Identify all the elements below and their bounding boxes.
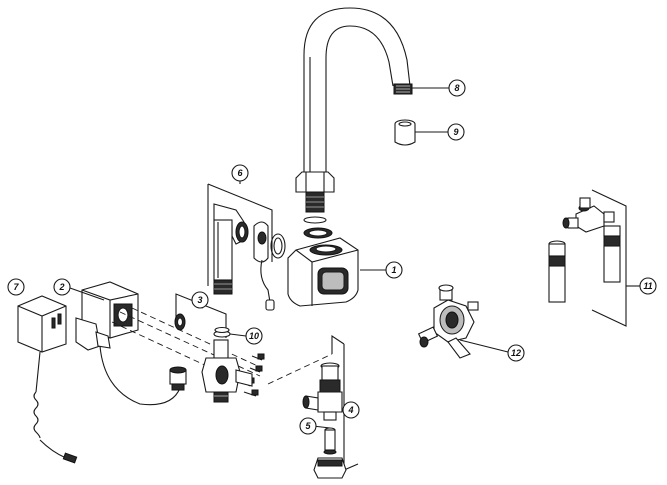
callout-6-label: 6 bbox=[237, 168, 243, 178]
sensor-housing-body bbox=[287, 237, 359, 307]
callout-11: 11 bbox=[639, 277, 657, 295]
gasket-ring bbox=[270, 233, 286, 259]
aerator-part bbox=[394, 119, 416, 146]
inline-valve-body bbox=[201, 339, 253, 403]
callout-2: 2 bbox=[53, 278, 71, 296]
part-11-bracket bbox=[591, 189, 627, 327]
callout-1-label: 1 bbox=[391, 265, 396, 275]
leader-lines bbox=[69, 87, 640, 429]
solenoid-valve-module bbox=[75, 281, 181, 406]
stop-valve-part-4 bbox=[302, 362, 347, 479]
callout-8-label: 8 bbox=[454, 83, 459, 93]
callout-12: 12 bbox=[507, 344, 525, 362]
callout-5-label: 5 bbox=[305, 421, 311, 431]
callout-4-label: 4 bbox=[347, 405, 353, 415]
callout-7: 7 bbox=[7, 278, 25, 296]
power-adapter bbox=[17, 295, 78, 464]
callout-10-label: 10 bbox=[249, 331, 259, 341]
callout-2-label: 2 bbox=[58, 282, 64, 292]
callout-9: 9 bbox=[447, 123, 465, 141]
callout-12-label: 12 bbox=[511, 348, 521, 358]
callout-1: 1 bbox=[385, 261, 403, 279]
cable-connector bbox=[169, 366, 187, 391]
callout-3-label: 3 bbox=[197, 295, 202, 305]
cartridge-part-5 bbox=[323, 427, 337, 455]
callout-11-label: 11 bbox=[643, 281, 652, 291]
callout-8: 8 bbox=[448, 79, 466, 97]
dual-supply-valves-part-11 bbox=[548, 197, 621, 303]
mixing-valve-part-12 bbox=[417, 284, 479, 359]
callout-9-label: 9 bbox=[453, 127, 458, 137]
callout-10: 10 bbox=[245, 327, 263, 345]
callout-7-label: 7 bbox=[13, 282, 19, 292]
gooseneck-spout bbox=[303, 7, 413, 172]
callout-6: 6 bbox=[231, 164, 249, 182]
spout-base-connector bbox=[295, 171, 335, 239]
callout-4: 4 bbox=[342, 401, 360, 419]
elbow-connector-shank bbox=[213, 203, 275, 311]
callout-5: 5 bbox=[299, 417, 317, 435]
washer-part-10 bbox=[213, 326, 231, 338]
callout-3: 3 bbox=[191, 291, 209, 309]
part-6-bracket bbox=[207, 183, 273, 286]
